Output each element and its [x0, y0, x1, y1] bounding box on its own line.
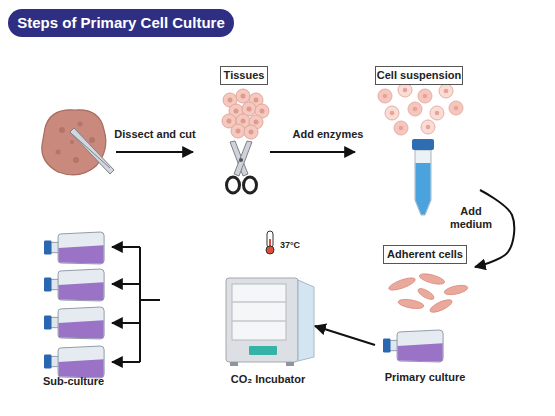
split-bracket — [112, 247, 140, 362]
adherent-cells — [387, 272, 468, 315]
process-stage: Sub-culture — [35, 232, 112, 392]
flow-arrow — [112, 284, 160, 300]
tissue-cells — [222, 89, 269, 139]
suspended-cells — [378, 83, 463, 135]
thermometer — [266, 231, 274, 254]
cell-nuclei — [227, 94, 265, 135]
step-label: Dissect and cut — [114, 128, 196, 141]
title-banner: Steps of Primary Cell Culture — [8, 9, 234, 37]
stage-heading: Adherent cells — [383, 245, 467, 264]
flow-arrow — [270, 151, 355, 153]
process-stage: Cell suspension — [355, 64, 480, 214]
step-label: Add medium — [440, 205, 502, 231]
process-stage: Tissues — [195, 64, 270, 199]
step-label: Add enzymes — [292, 128, 364, 141]
subculture-flasks — [44, 232, 104, 378]
temperature-label: 37°C — [274, 239, 306, 252]
stage-heading: Cell suspension — [375, 66, 463, 85]
suspended-nuclei — [383, 88, 459, 131]
culture-flask — [383, 330, 443, 362]
co2-incubator — [226, 278, 314, 366]
step-arrow — [116, 151, 193, 153]
stage-caption: CO₂ Incubator — [216, 373, 320, 386]
stage-caption: Primary culture — [375, 371, 475, 384]
stage-caption: Sub-culture — [35, 375, 112, 388]
flow-arrow — [475, 190, 514, 267]
process-stage: CO₂ Incubator — [160, 240, 315, 392]
stage-heading: Tissues — [220, 66, 268, 85]
centrifuge-tube — [412, 139, 434, 215]
flow-arrow — [315, 326, 375, 345]
process-stage: Adherent cellsPrimary culture — [375, 243, 475, 391]
tweezers — [70, 128, 114, 174]
scissors — [227, 141, 257, 193]
tissue-sample — [42, 110, 106, 175]
